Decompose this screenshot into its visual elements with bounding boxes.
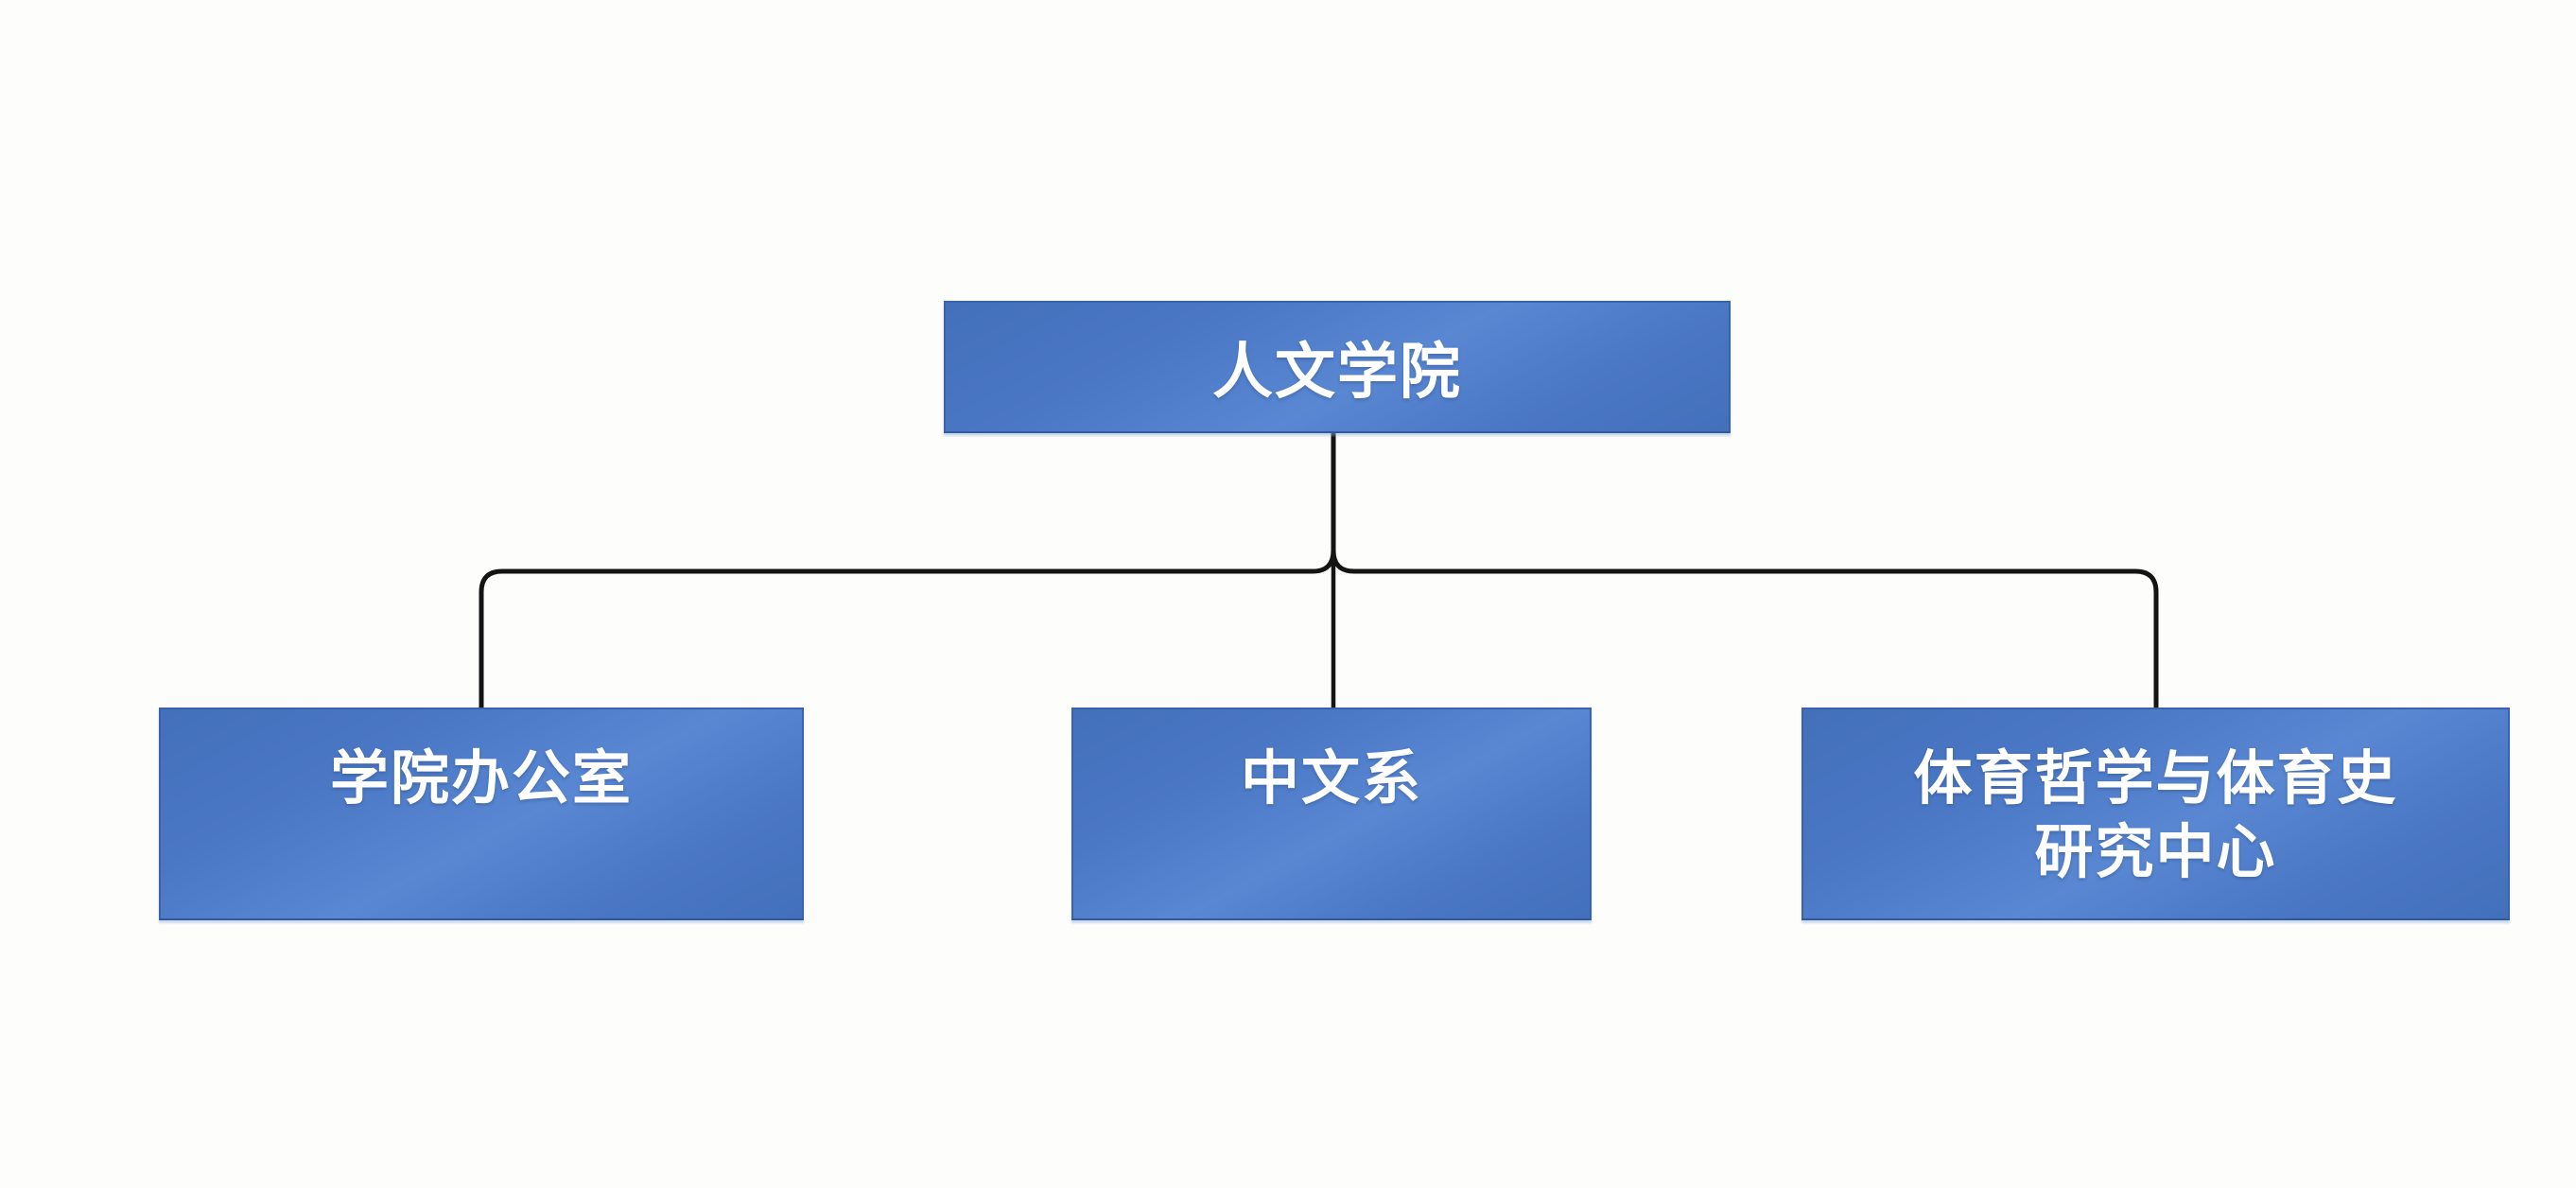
org-node-chinese-department: 中文系 (1071, 708, 1592, 920)
org-node-humanities-college: 人文学院 (944, 301, 1731, 433)
connector-root-to-sports (1331, 433, 2159, 708)
connector-root-to-office (479, 433, 1336, 708)
org-node-label-line-2: 研究中心 (2034, 820, 2277, 885)
org-node-label-line-1: 体育哲学与体育史 (1913, 746, 2398, 812)
org-node-college-office: 学院办公室 (159, 708, 804, 920)
org-node-label: 中文系 (1240, 746, 1422, 812)
org-node-label: 人文学院 (1212, 338, 1462, 406)
org-node-label: 学院办公室 (329, 746, 633, 812)
org-node-sports-research-center: 体育哲学与体育史 研究中心 (1801, 708, 2510, 920)
